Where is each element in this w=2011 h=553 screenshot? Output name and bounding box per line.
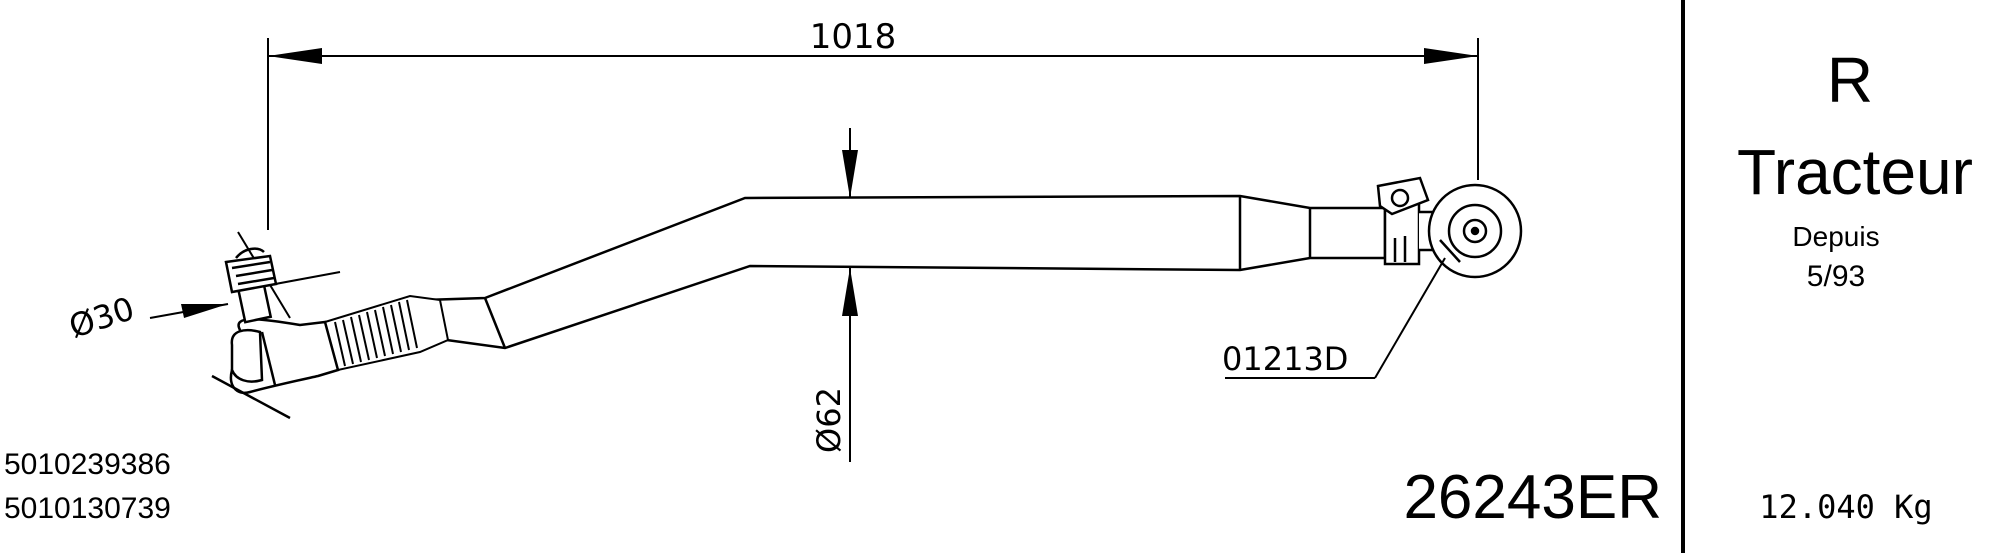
joint-ref-label: 01213D: [1222, 340, 1348, 378]
oem-number: 5010130739: [4, 492, 171, 525]
length-dimension-label: 1018: [810, 17, 897, 57]
threaded-sleeve: [323, 294, 450, 372]
since-date: 5/93: [1807, 260, 1865, 293]
brand-letter: R: [1827, 44, 1873, 116]
weight-value: 12.040 Kg: [1759, 488, 1932, 526]
application-name: Tracteur: [1737, 136, 1973, 208]
right-ball-joint: [1376, 176, 1523, 279]
oem-number: 5010239386: [4, 448, 171, 481]
tie-rod-tube: [423, 194, 1387, 350]
part-number: 26243ER: [1403, 463, 1662, 532]
ball-pin-diameter-label: Ø30: [64, 289, 138, 346]
length-dimension: [267, 38, 1479, 230]
since-label: Depuis: [1792, 221, 1879, 252]
joint-ref-leader: [1225, 257, 1446, 379]
left-ball-joint: [211, 247, 340, 420]
tube-diameter-dimension: [842, 128, 858, 462]
tube-diameter-label: Ø62: [810, 387, 848, 453]
